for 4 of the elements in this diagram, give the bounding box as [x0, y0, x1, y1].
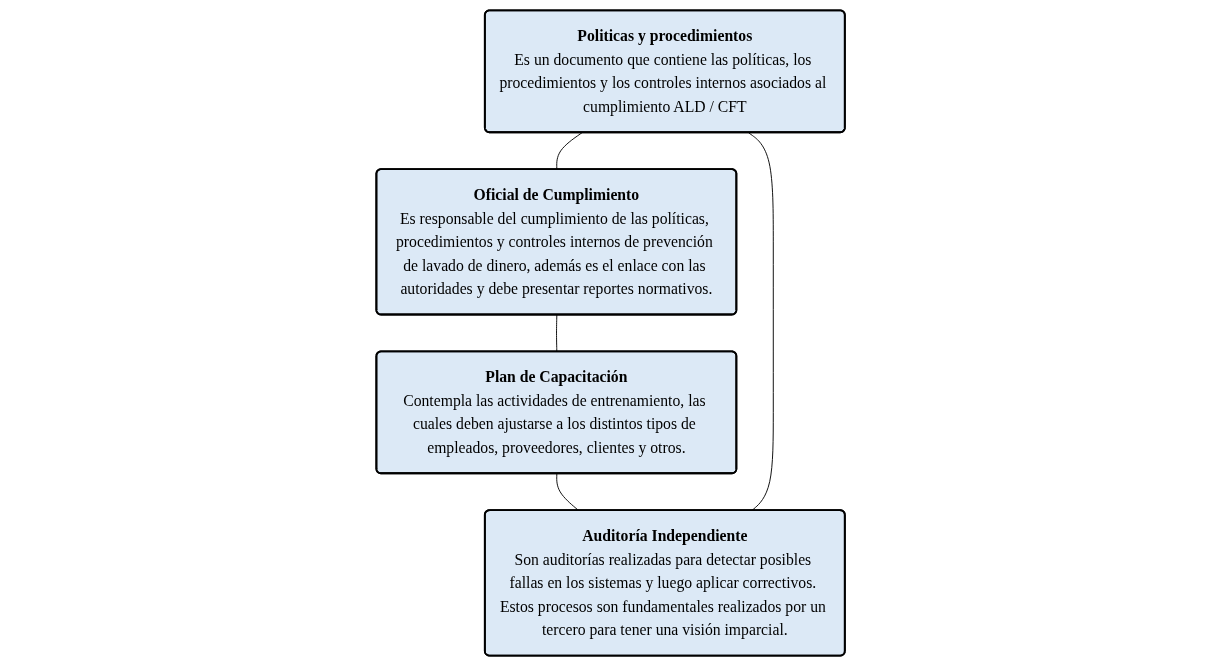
- connector: [556, 473, 580, 512]
- connector: [555, 314, 558, 353]
- connector: [747, 132, 774, 512]
- connector: [556, 132, 583, 171]
